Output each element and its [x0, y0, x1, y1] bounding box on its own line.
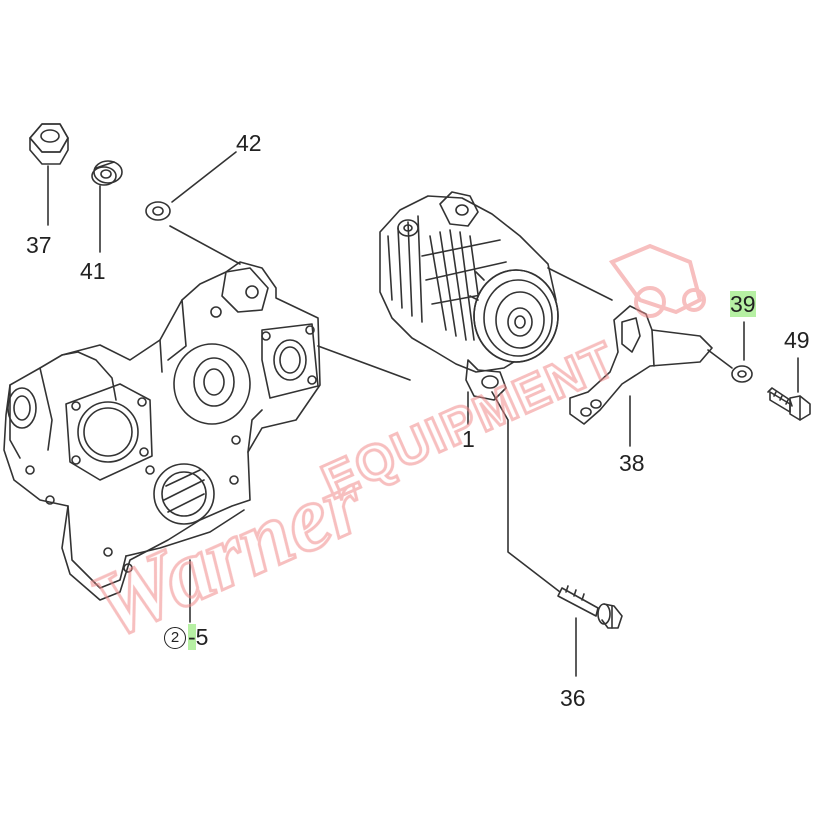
washer-39: [731, 365, 753, 383]
gear-case-cover-5: [3, 261, 321, 601]
lock-washer-41: [91, 160, 123, 186]
callout-5: 2-5: [164, 624, 209, 650]
callout-5-number: 5: [195, 624, 209, 650]
adjusting-bracket-38: [569, 305, 713, 425]
callout-5-circle: 2: [164, 627, 186, 649]
callout-5-dash: -: [188, 624, 196, 650]
callout-36: 36: [560, 685, 586, 711]
bolt-49: [767, 387, 811, 421]
callout-38: 38: [619, 450, 645, 476]
flange-bolt-36: [557, 585, 623, 629]
washer-42: [145, 201, 171, 221]
callout-42: 42: [236, 130, 262, 156]
callout-37: 37: [26, 232, 52, 258]
callout-39-text: 39: [730, 291, 756, 317]
alternator-1: [379, 191, 559, 401]
callout-41: 41: [80, 258, 106, 284]
hex-nut-37: [29, 123, 69, 165]
callout-49: 49: [784, 327, 810, 353]
callout-1: 1: [462, 426, 475, 452]
watermark-block: EQUIPMENT: [314, 331, 625, 510]
callout-39: 39: [730, 291, 756, 317]
